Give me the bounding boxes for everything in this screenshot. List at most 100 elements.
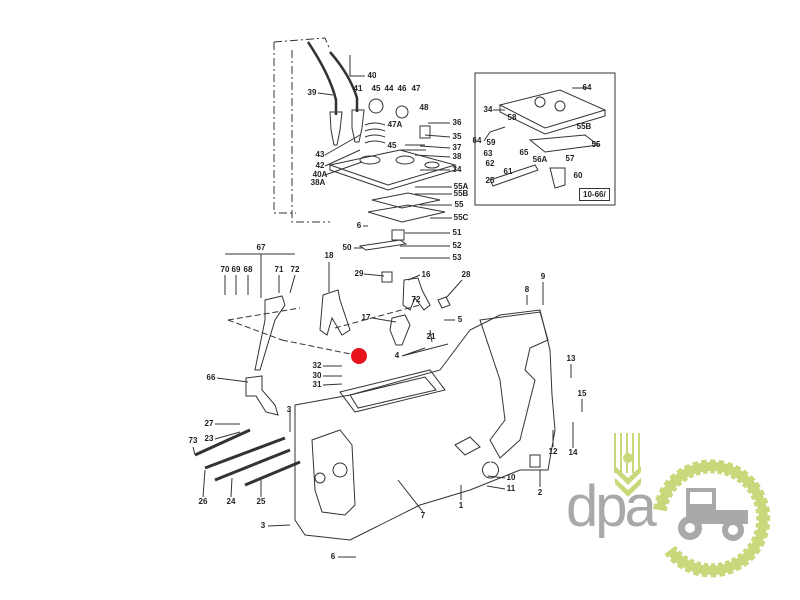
top-opening (339, 369, 446, 413)
front-face-opening (311, 429, 356, 516)
callout: 2 (537, 488, 543, 497)
dashed-frame (273, 37, 331, 223)
callout: 3 (286, 405, 292, 414)
callout: 6 (330, 552, 336, 561)
callout: 24 (226, 497, 236, 506)
callout: 55B (453, 189, 469, 198)
callout: 73 (188, 436, 198, 445)
callout: 14 (568, 448, 578, 457)
callout: 12 (548, 447, 558, 456)
lever-39 (306, 41, 338, 115)
callout: 38A (310, 178, 326, 187)
callout: 36 (452, 118, 462, 127)
callout: 53 (452, 253, 462, 262)
inset-callout: 55 (591, 140, 601, 149)
callout: 44 (384, 84, 394, 93)
callout: 41 (353, 84, 363, 93)
inset-callout: 65 (519, 148, 529, 157)
callout: 34 (452, 165, 462, 174)
callout: 10 (506, 473, 516, 482)
callout: 48 (419, 103, 429, 112)
callout: 28 (461, 270, 471, 279)
dpa-logo-text: dpa (566, 474, 657, 539)
callout: 38 (452, 152, 462, 161)
callout: 3 (260, 521, 266, 530)
callout: 21 (426, 332, 436, 341)
callout: 52 (452, 241, 462, 250)
callout: 46 (397, 84, 407, 93)
callout: 27 (204, 419, 214, 428)
inset-callout: 57 (565, 154, 575, 163)
callout: 47A (387, 120, 403, 129)
fork-17 (389, 314, 411, 346)
inset-callout: 25 (485, 176, 495, 185)
highlighted-part-marker (351, 348, 367, 364)
callout: 71 (274, 265, 284, 274)
lever-knobs (329, 109, 365, 146)
callout: 69 (231, 265, 241, 274)
callout: 16 (421, 270, 431, 279)
callout: 1 (458, 501, 464, 510)
shift-rail-67 (254, 295, 286, 371)
callout: 4 (394, 351, 400, 360)
callout: 18 (324, 251, 334, 260)
callout: 30 (312, 371, 322, 380)
inset-callout: 64 (472, 136, 482, 145)
callout: 11 (506, 484, 516, 493)
callout: 7 (420, 511, 426, 520)
inset-figure-tag: 10-66/ (579, 188, 610, 201)
inset-callout: 58 (507, 113, 517, 122)
lever-40 (329, 51, 359, 112)
callout: 55 (454, 200, 464, 209)
callout: 39 (307, 88, 317, 97)
fork-16 (402, 277, 431, 311)
callout: 67 (256, 243, 266, 252)
callout: 50 (342, 243, 352, 252)
inset-callout: 59 (486, 138, 496, 147)
inset-callout: 64 (582, 83, 592, 92)
callout: 25 (256, 497, 266, 506)
callout: 43 (315, 150, 325, 159)
inset-callout: 63 (483, 149, 493, 158)
callout: 40 (367, 71, 377, 80)
callout: 42 (315, 161, 325, 170)
callout: 66 (206, 373, 216, 382)
gaskets (367, 192, 446, 223)
callout: 35 (452, 132, 462, 141)
rods (194, 428, 301, 487)
inset-callout: 61 (503, 167, 513, 176)
inset-callout: 56A (532, 155, 548, 164)
callout: 31 (312, 380, 322, 389)
callout: 45 (371, 84, 381, 93)
callout: 17 (361, 313, 371, 322)
inset-callout: 62 (485, 159, 495, 168)
callout: 51 (452, 228, 462, 237)
callout: 40A (312, 170, 328, 179)
callout: 9 (540, 272, 546, 281)
callout: 68 (243, 265, 253, 274)
callout: 37 (452, 143, 462, 152)
callout: 15 (577, 389, 587, 398)
callout: 70 (220, 265, 230, 274)
callout: 55A (453, 182, 469, 191)
callout: 26 (198, 497, 208, 506)
callout: 13 (566, 354, 576, 363)
callout: 32 (312, 361, 322, 370)
callout: 45 (387, 141, 397, 150)
inset-frame (474, 72, 616, 206)
inset-callout: 34 (483, 105, 493, 114)
callout: 47 (411, 84, 421, 93)
callout: 29 (354, 269, 364, 278)
transmission-housing (294, 309, 556, 541)
inset-callout: 55B (576, 122, 592, 131)
callout: 55C (453, 213, 469, 222)
fork-18 (319, 289, 351, 336)
inset-callout: 60 (573, 171, 583, 180)
callout: 23 (204, 434, 214, 443)
callout: 72 (411, 295, 421, 304)
callout: 72 (290, 265, 300, 274)
callout: 6 (356, 221, 362, 230)
callout: 8 (524, 285, 530, 294)
